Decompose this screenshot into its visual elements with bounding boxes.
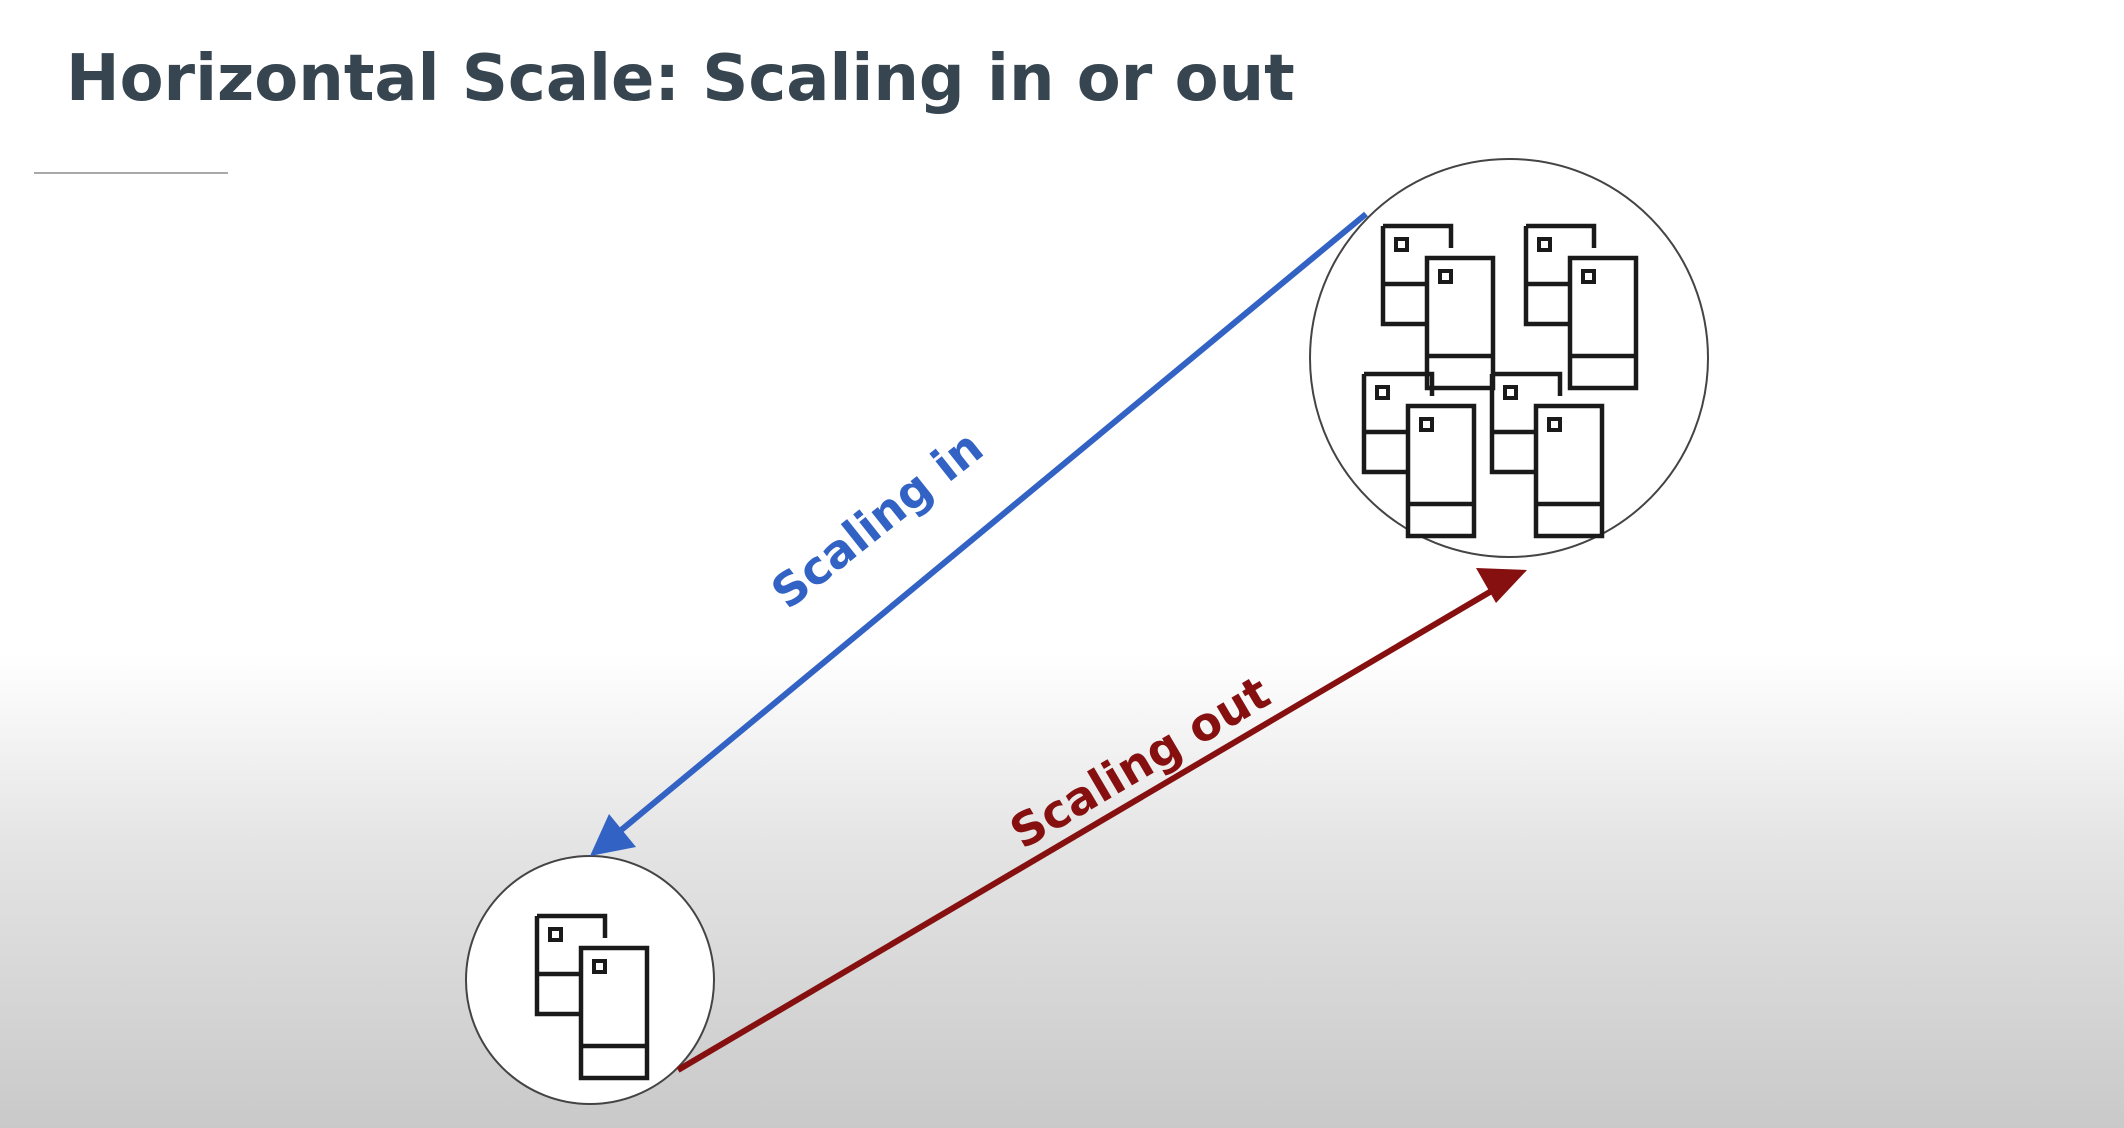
large-cluster-node bbox=[1309, 158, 1709, 558]
title-divider bbox=[34, 172, 228, 174]
scaling-out-label: Scaling out bbox=[1001, 665, 1279, 859]
scaling-out-arrow bbox=[676, 568, 1527, 1073]
small-cluster-node bbox=[465, 855, 715, 1105]
scaling-in-arrow bbox=[590, 211, 1368, 856]
scaling-in-label: Scaling in bbox=[761, 420, 993, 620]
slide-title: Horizontal Scale: Scaling in or out bbox=[66, 42, 1295, 116]
